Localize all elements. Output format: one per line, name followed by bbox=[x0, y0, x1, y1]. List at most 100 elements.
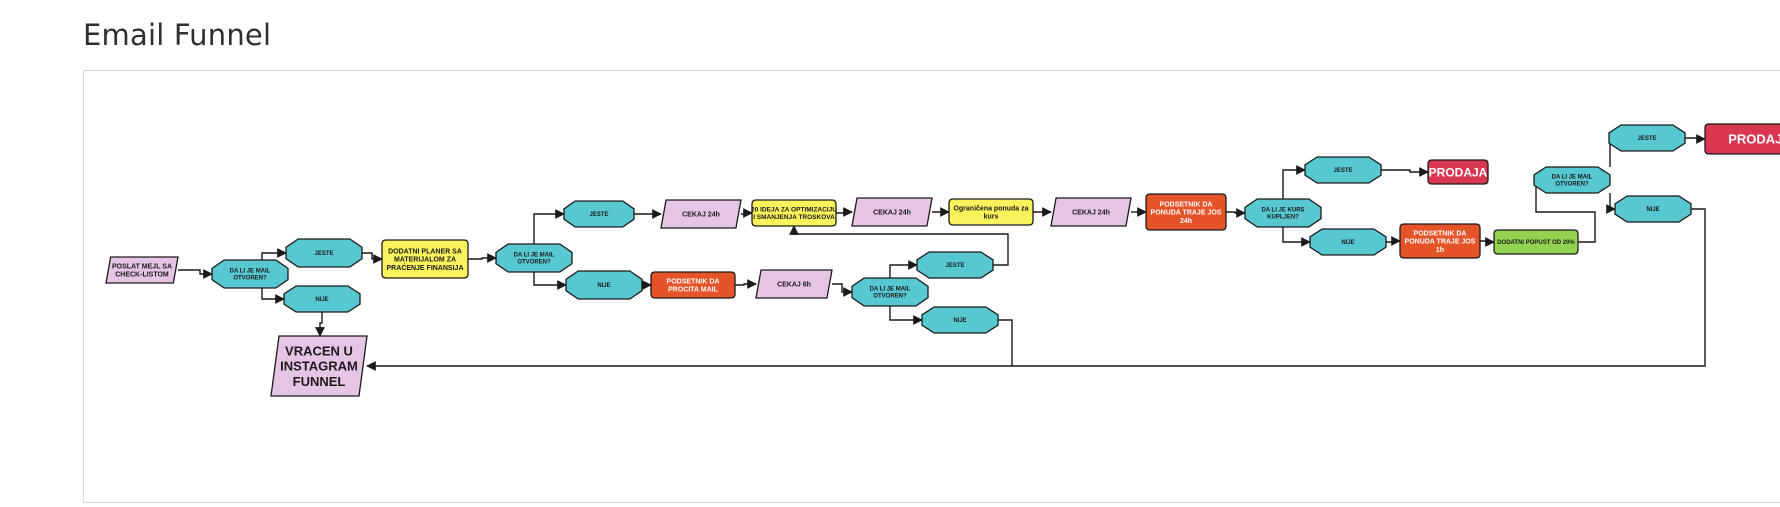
node-jeste-1[interactable]: JESTE bbox=[285, 238, 363, 268]
connector-dalije3-to-nije3 bbox=[889, 306, 923, 325]
node-label: I SMANJENJA TROSKOVA bbox=[753, 214, 835, 221]
node-jeste-3[interactable]: JESTE bbox=[916, 251, 994, 279]
node-label: NIJE bbox=[597, 283, 610, 289]
node-shape bbox=[1244, 198, 1322, 228]
node-prodaja-1[interactable]: PRODAJA bbox=[1427, 159, 1489, 185]
node-label: KUPLJEN? bbox=[1267, 215, 1299, 221]
node-label: kurs bbox=[984, 214, 999, 221]
connector-planer-to-dalije2 bbox=[468, 253, 497, 263]
node-label: NIJE bbox=[1341, 240, 1354, 246]
node-shape bbox=[563, 200, 635, 228]
node-jeste-kurs[interactable]: JESTE bbox=[1304, 156, 1382, 184]
node-label: PRODAJA bbox=[1429, 165, 1488, 179]
node-shape bbox=[270, 335, 368, 397]
node-shape bbox=[921, 306, 999, 334]
node-label: 1h bbox=[1436, 247, 1444, 254]
node-nije-2[interactable]: NIJE bbox=[565, 270, 643, 300]
node-nije-1[interactable]: NIJE bbox=[283, 285, 361, 313]
node-shape bbox=[1050, 197, 1132, 227]
node-cekaj-24h-3[interactable]: CEKAJ 24h bbox=[1050, 197, 1132, 227]
node-shape bbox=[1614, 195, 1692, 223]
node-label: PRAĆENJE FINANSIJA bbox=[386, 263, 463, 272]
node-shape bbox=[565, 270, 643, 300]
node-label: DODATNI PLANER SA bbox=[388, 248, 462, 255]
node-shape bbox=[1608, 124, 1686, 152]
connector-podsetnikProcita-to-cekaj6h bbox=[735, 279, 757, 289]
connector-podsetnik24-to-daliKurs bbox=[1226, 208, 1246, 218]
node-label: DA LI JE MAIL bbox=[870, 287, 911, 293]
node-cekaj-6h[interactable]: CEKAJ 6h bbox=[755, 269, 833, 299]
node-nije-3[interactable]: NIJE bbox=[921, 306, 999, 334]
node-label: PONUDA TRAJE JOS bbox=[1405, 239, 1476, 246]
node-label: Ograničena ponuda za bbox=[953, 205, 1028, 212]
node-label: 24h bbox=[1180, 218, 1192, 225]
node-label: OTVOREN? bbox=[1555, 182, 1589, 188]
connector-ideja-to-cekaj2 bbox=[836, 207, 853, 217]
node-label: CEKAJ 24h bbox=[682, 212, 720, 219]
node-label: CEKAJ 24h bbox=[873, 210, 911, 217]
node-label: PONUDA TRAJE JOS bbox=[1151, 210, 1222, 217]
node-shape bbox=[660, 199, 742, 229]
node-label: INSTAGRAM bbox=[280, 359, 358, 374]
node-label: CEKAJ 24h bbox=[1072, 210, 1110, 217]
node-shape bbox=[751, 199, 837, 227]
node-shape bbox=[1145, 193, 1227, 231]
diagram-canvas-frame bbox=[83, 70, 1780, 503]
connector-jesteKurs-to-prodaja1 bbox=[1381, 167, 1429, 177]
node-label: VRACEN U bbox=[285, 343, 353, 358]
node-label: PODSETNIK DA bbox=[1414, 230, 1467, 237]
node-cekaj-24h-1[interactable]: CEKAJ 24h bbox=[660, 199, 742, 229]
node-shape bbox=[650, 271, 736, 299]
node-label: PRODAJA bbox=[1728, 132, 1780, 147]
connector-podsetnik1h-to-popust bbox=[1480, 237, 1495, 247]
node-prodaja-2[interactable]: PRODAJA bbox=[1704, 123, 1780, 155]
connector-poslat-to-dalije1 bbox=[178, 269, 213, 279]
node-shape bbox=[948, 198, 1034, 226]
node-shape bbox=[851, 277, 929, 307]
node-nije-4[interactable]: NIJE bbox=[1614, 195, 1692, 223]
connector-dalije1-to-jeste1 bbox=[261, 248, 287, 260]
node-ogranicena[interactable]: Ograničena ponuda za kurs bbox=[948, 198, 1034, 226]
connector-dalije2-to-nije2 bbox=[533, 272, 567, 290]
node-shape bbox=[1533, 166, 1611, 194]
node-shape bbox=[916, 251, 994, 279]
node-label: NIJE bbox=[1646, 207, 1659, 213]
node-label: PROCITA MAIL bbox=[668, 287, 718, 294]
node-label: DA LI JE MAIL bbox=[1552, 175, 1593, 181]
node-label: POSLAT MEJL SA bbox=[112, 263, 172, 270]
node-label: MATERIJALOM ZA bbox=[394, 257, 456, 264]
node-label: 20 IDEJA ZA OPTIMIZACIJU bbox=[751, 207, 837, 214]
connector-daliKurs-to-jeste bbox=[1282, 165, 1306, 199]
node-shape bbox=[1304, 156, 1382, 184]
node-jeste-2[interactable]: JESTE bbox=[563, 200, 635, 228]
node-label: CHECK-LISTOM bbox=[115, 272, 169, 279]
node-nije-kurs[interactable]: NIJE bbox=[1309, 228, 1387, 256]
node-label: NIJE bbox=[953, 318, 966, 324]
node-label: CEKAJ 6h bbox=[777, 282, 811, 289]
node-dodatni-planer[interactable]: DODATNI PLANER SA MATERIJALOM ZAPRAĆENJE … bbox=[381, 239, 469, 279]
node-cekaj-24h-2[interactable]: CEKAJ 24h bbox=[851, 197, 933, 227]
node-shape bbox=[283, 285, 361, 313]
node-label: JESTE bbox=[314, 251, 333, 257]
node-jeste-4[interactable]: JESTE bbox=[1608, 124, 1686, 152]
node-dodatni-popust[interactable]: DODATNI POPUST OD 20% bbox=[1493, 229, 1579, 255]
node-shape bbox=[105, 256, 179, 284]
node-shape bbox=[285, 238, 363, 268]
node-label: DA LI JE MAIL bbox=[514, 253, 555, 259]
node-shape bbox=[1309, 228, 1387, 256]
node-label: DA LI JE MAIL bbox=[230, 269, 271, 275]
node-poslat-mejl[interactable]: POSLAT MEJL SA CHECK-LISTOM bbox=[105, 256, 179, 284]
node-label: FUNNEL bbox=[293, 374, 346, 389]
node-shape bbox=[1493, 229, 1579, 255]
